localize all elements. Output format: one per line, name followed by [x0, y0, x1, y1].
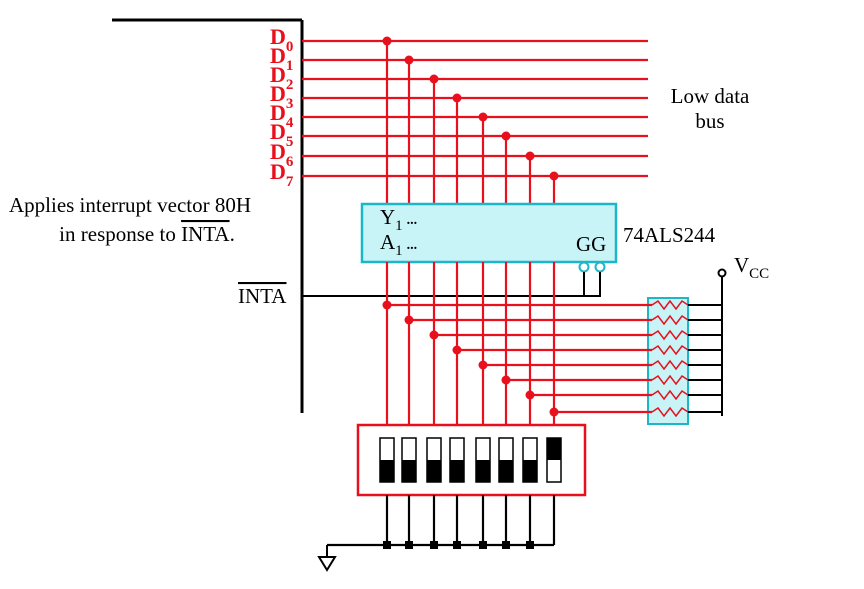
- input-wires: [382, 262, 652, 427]
- dip-switch-lever-3: [450, 460, 464, 482]
- resistor-0: [651, 299, 689, 311]
- dip-switch-1[interactable]: [401, 437, 417, 483]
- resistor-2: [651, 329, 689, 341]
- data-bus-label-letter-2: D: [270, 62, 286, 87]
- dip-switch-lever-4: [476, 460, 490, 482]
- ground-symbol: [317, 556, 337, 572]
- chip-a-pin-label: A1...: [380, 230, 417, 259]
- resistor-7: [651, 406, 689, 418]
- bus-junction-6: [525, 151, 535, 161]
- pullup-junction-5: [501, 375, 511, 385]
- buffer-chip: [360, 202, 618, 264]
- enable-bubble-2: [594, 261, 606, 273]
- description-line2: in response to INTA.: [59, 222, 235, 246]
- data-bus-label-sub-7: 7: [286, 174, 294, 190]
- pullup-junction-6: [525, 390, 535, 400]
- dip-switch-lever-2: [427, 460, 441, 482]
- data-bus-label-sub-2: 2: [286, 77, 294, 93]
- description-line2-prefix: in response to: [59, 222, 181, 246]
- data-bus: [302, 36, 648, 204]
- dip-switch-2[interactable]: [426, 437, 442, 483]
- description-line1: Applies interrupt vector 80H: [9, 193, 251, 217]
- chip-enable-label: GG: [576, 232, 606, 256]
- bus-junction-1: [404, 55, 414, 65]
- resistor-3: [651, 344, 689, 356]
- data-bus-label-letter-1: D: [270, 43, 286, 68]
- pullup-junction-0: [382, 300, 392, 310]
- vcc-label: VCC: [734, 253, 769, 282]
- data-bus-label-sub-5: 5: [286, 134, 294, 150]
- pullup-junction-2: [429, 330, 439, 340]
- chip-a-letter: A: [380, 230, 396, 254]
- pullup-junction-1: [404, 315, 414, 325]
- dip-switch-0[interactable]: [379, 437, 395, 483]
- chip-y-pin-label: Y1...: [380, 205, 417, 234]
- dip-switch-lever-0: [380, 460, 394, 482]
- bus-junction-7: [549, 171, 559, 181]
- resistor-pack-elements: [651, 299, 722, 418]
- low-data-bus-label-line1: Low data: [671, 84, 750, 108]
- bus-junction-4: [478, 112, 488, 122]
- pullup-junction-7: [549, 407, 559, 417]
- data-bus-label-letter-4: D: [270, 100, 286, 125]
- vcc-sub: CC: [749, 266, 769, 282]
- dip-switch-lever-7: [547, 438, 561, 460]
- data-bus-label-2: D2: [270, 62, 293, 93]
- data-bus-label-sub-6: 6: [286, 154, 294, 170]
- data-bus-label-sub-1: 1: [286, 58, 294, 74]
- enable-bubble-1: [578, 261, 590, 273]
- description-line2-suffix: .: [230, 222, 235, 246]
- vcc-terminal: [717, 268, 727, 278]
- chip-a-sub: 1: [395, 243, 403, 259]
- dip-switch-3[interactable]: [449, 437, 465, 483]
- resistor-5: [651, 374, 689, 386]
- dip-switch-lever-6: [523, 460, 537, 482]
- data-bus-label-7: D7: [270, 159, 294, 190]
- dip-switch-5[interactable]: [498, 437, 514, 483]
- chip-a-ellipsis: ...: [407, 238, 418, 253]
- pullup-junction-4: [478, 360, 488, 370]
- data-bus-label-sub-0: 0: [286, 39, 294, 55]
- dip-switch-lever-5: [499, 460, 513, 482]
- data-bus-label-1: D1: [270, 43, 293, 74]
- ground-bus: [327, 495, 556, 549]
- data-bus-label-letter-6: D: [270, 139, 286, 164]
- bus-junction-5: [501, 131, 511, 141]
- dip-switches: [379, 437, 562, 483]
- data-bus-label-3: D3: [270, 81, 293, 112]
- description-inta: INTA: [181, 222, 230, 246]
- data-bus-label-letter-5: D: [270, 119, 286, 144]
- data-bus-label-sub-4: 4: [286, 115, 294, 131]
- bus-junction-3: [452, 93, 462, 103]
- low-data-bus-label-line2: bus: [695, 109, 724, 133]
- bus-junction-2: [429, 74, 439, 84]
- bus-junction-0: [382, 36, 392, 46]
- chip-y-ellipsis: ...: [407, 213, 418, 228]
- data-bus-label-letter-7: D: [270, 159, 286, 184]
- pullup-junction-3: [452, 345, 462, 355]
- data-bus-label-letter-0: D: [270, 24, 286, 49]
- dip-switch-lever-1: [402, 460, 416, 482]
- dip-switch-4[interactable]: [475, 437, 491, 483]
- data-bus-label-6: D6: [270, 139, 294, 170]
- resistor-6: [651, 389, 689, 401]
- data-bus-label-letter-3: D: [270, 81, 286, 106]
- vcc-letter: V: [734, 253, 749, 277]
- resistor-1: [651, 314, 689, 326]
- inta-label: INTA: [238, 284, 287, 308]
- inta-wire: [302, 272, 601, 297]
- chip-name: 74ALS244: [623, 223, 716, 247]
- chip-y-letter: Y: [380, 205, 395, 229]
- chip-y-sub: 1: [395, 218, 403, 234]
- data-bus-label-0: D0: [270, 24, 293, 55]
- data-bus-label-5: D5: [270, 119, 293, 150]
- dip-switch-7[interactable]: [546, 437, 562, 483]
- data-bus-label-4: D4: [270, 100, 294, 131]
- dip-switch-6[interactable]: [522, 437, 538, 483]
- data-bus-label-sub-3: 3: [286, 96, 294, 112]
- resistor-4: [651, 359, 689, 371]
